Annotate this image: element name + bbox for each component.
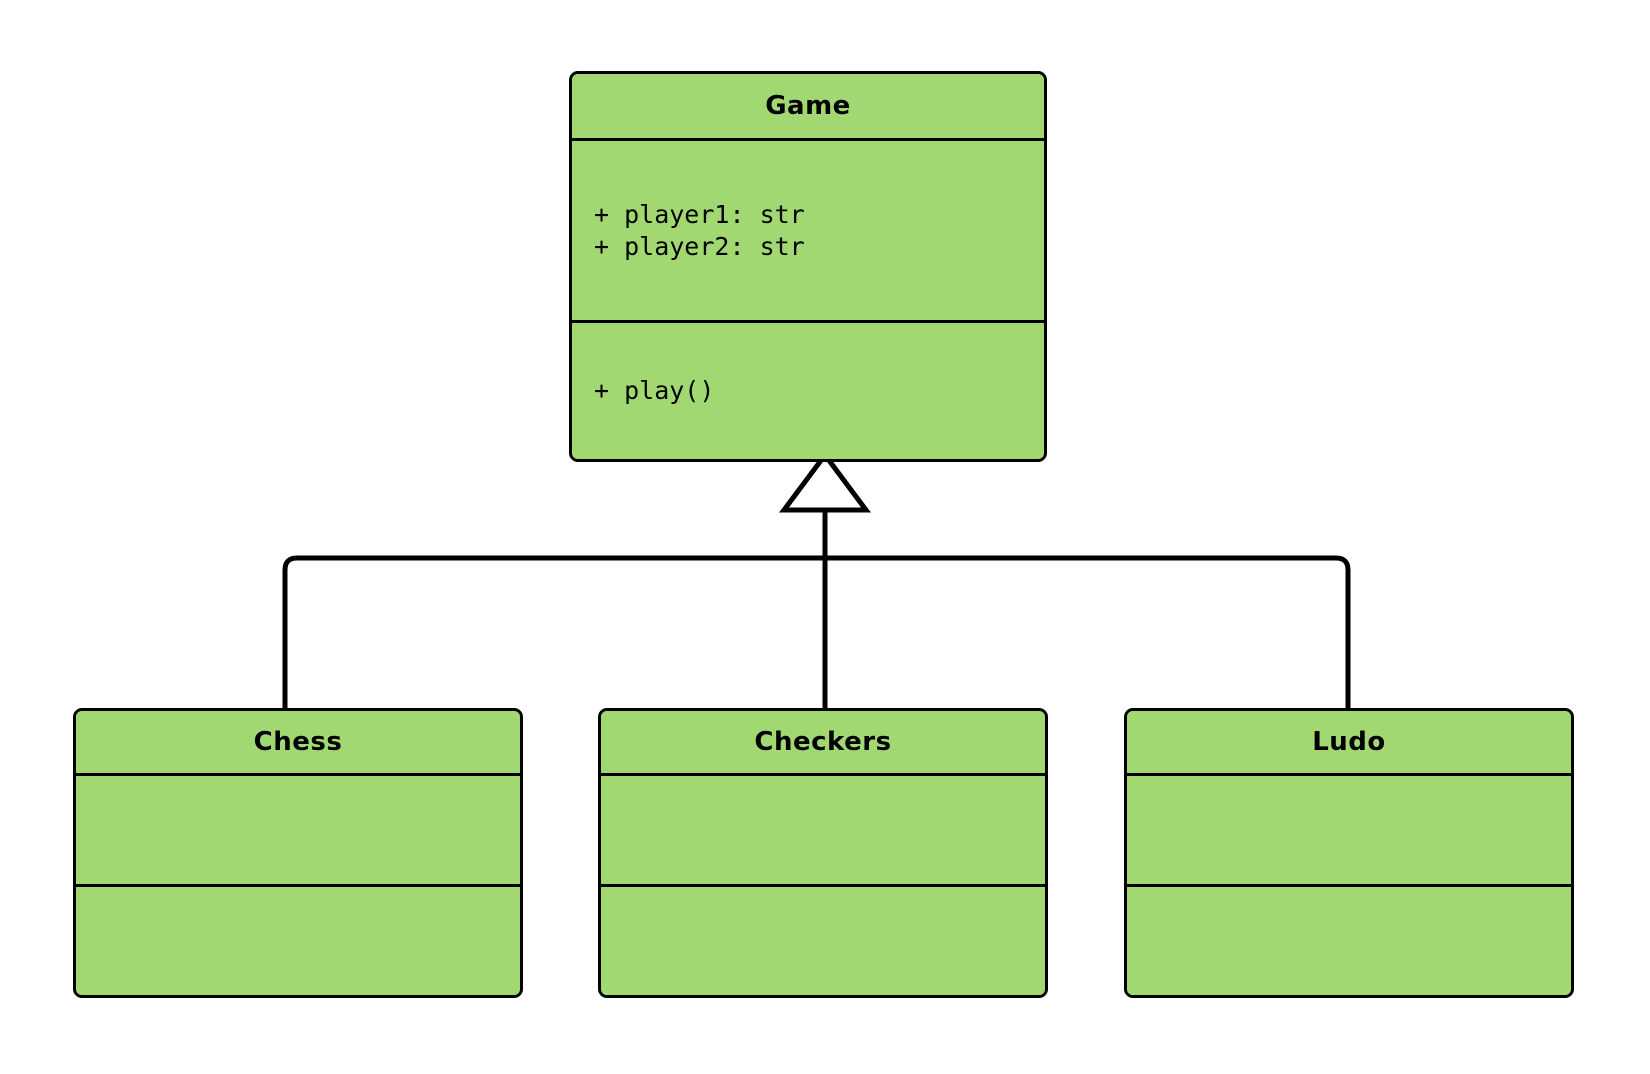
- attribute-row: + player2: str: [594, 231, 805, 261]
- class-attributes-chess: [76, 776, 520, 887]
- class-name-chess: Chess: [76, 711, 520, 776]
- class-name-ludo: Ludo: [1127, 711, 1571, 776]
- class-box-chess[interactable]: Chess: [73, 708, 523, 998]
- class-attributes-ludo: [1127, 776, 1571, 887]
- class-methods-ludo: [1127, 887, 1571, 995]
- class-methods-chess: [76, 887, 520, 995]
- connector-bus: [282, 555, 1351, 708]
- generalization-arrowhead-icon: [779, 450, 871, 513]
- class-attributes-checkers: [601, 776, 1045, 887]
- class-methods-checkers: [601, 887, 1045, 995]
- class-methods-game: + play(): [572, 323, 1044, 459]
- class-box-game[interactable]: Game + player1: str + player2: str + pla…: [569, 71, 1047, 462]
- attribute-row: + player1: str: [594, 199, 805, 229]
- class-name-game: Game: [572, 74, 1044, 141]
- class-name-checkers: Checkers: [601, 711, 1045, 776]
- class-box-ludo[interactable]: Ludo: [1124, 708, 1574, 998]
- method-row: + play(): [594, 376, 715, 405]
- class-box-checkers[interactable]: Checkers: [598, 708, 1048, 998]
- class-attributes-game: + player1: str + player2: str: [572, 141, 1044, 323]
